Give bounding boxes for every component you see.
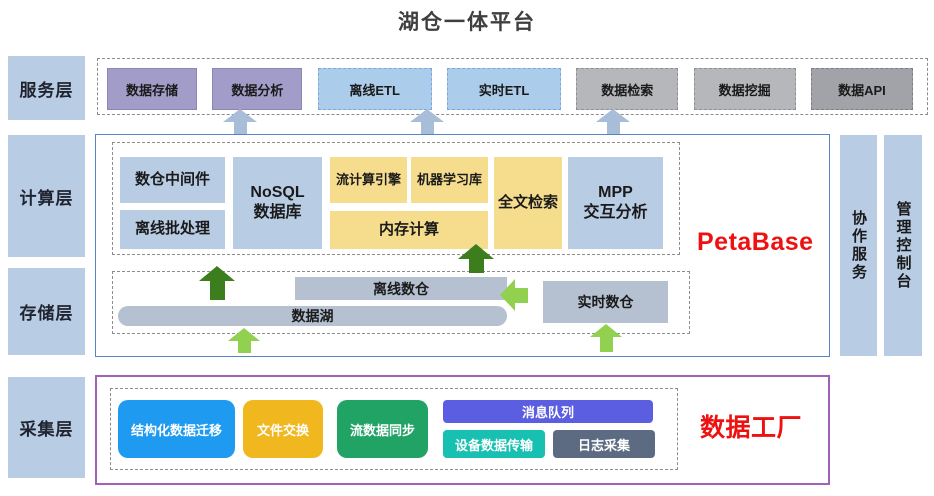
- collect-layer-container: [110, 388, 678, 470]
- petabase-brand-label: PetaBase: [697, 228, 814, 256]
- collect-box-stream-sync: 流数据同步: [337, 400, 428, 458]
- compute-box-fulltext: 全文检索: [494, 157, 562, 249]
- service-box-data-mining: 数据挖掘: [693, 68, 796, 110]
- layer-label-compute: 计算层: [8, 135, 85, 257]
- service-box-realtime-etl: 实时ETL: [446, 68, 561, 110]
- storage-bar-offline-dw: 离线数仓: [295, 277, 507, 300]
- up-arrow-icon: [199, 266, 235, 300]
- storage-box-realtime-dw: 实时数仓: [543, 281, 668, 323]
- compute-box-mpp: MPP 交互分析: [568, 157, 663, 249]
- up-arrow-icon: [458, 244, 494, 273]
- nosql-line1: NoSQL: [250, 184, 305, 201]
- collect-box-file-exchange: 文件交换: [243, 400, 323, 458]
- compute-box-in-memory: 内存计算: [330, 211, 488, 249]
- nosql-line2: 数据库: [253, 204, 302, 221]
- compute-layer-container: [112, 142, 680, 255]
- compute-box-stream-engine: 流计算引擎: [330, 157, 407, 203]
- collect-box-device-data: 设备数据传输: [443, 430, 545, 458]
- compute-box-offline-batch: 离线批处理: [120, 210, 225, 249]
- up-arrow-icon: [410, 109, 444, 134]
- compute-box-nosql: NoSQL 数据库: [233, 157, 322, 249]
- collect-box-log-collect: 日志采集: [553, 430, 655, 458]
- up-arrow-icon: [590, 324, 622, 352]
- collect-box-structured-migration: 结构化数据迁移: [118, 400, 235, 458]
- page-title: 湖仓一体平台: [398, 11, 536, 34]
- mpp-line2: 交互分析: [583, 204, 648, 221]
- data-factory-brand-label: 数据工厂: [700, 414, 803, 442]
- up-arrow-icon: [596, 109, 630, 134]
- layer-label-storage: 存储层: [8, 268, 85, 355]
- left-arrow-icon: [500, 279, 528, 311]
- service-layer-row: 数据存储 数据分析 离线ETL 实时ETL 数据检索 数据挖掘 数据API: [107, 68, 913, 110]
- storage-layer-container: [112, 271, 690, 334]
- service-box-data-api: 数据API: [810, 68, 913, 110]
- compute-box-ml-lib: 机器学习库: [411, 157, 488, 203]
- up-arrow-icon: [223, 109, 257, 134]
- service-box-data-storage: 数据存储: [107, 68, 197, 110]
- service-layer-container: [97, 58, 928, 115]
- layer-label-service: 服务层: [8, 56, 85, 120]
- mpp-line1: MPP: [598, 184, 633, 201]
- service-box-data-analysis: 数据分析: [212, 68, 303, 110]
- sidebar-collaboration-service: 协作服务: [840, 135, 877, 356]
- service-box-offline-etl: 离线ETL: [317, 68, 432, 110]
- compute-box-dw-middleware: 数仓中间件: [120, 157, 225, 203]
- up-arrow-icon: [228, 328, 260, 353]
- layer-label-collect: 采集层: [8, 377, 85, 478]
- collect-box-message-queue: 消息队列: [443, 400, 653, 423]
- sidebar-management-console: 管理控制台: [884, 135, 922, 356]
- storage-bar-data-lake: 数据湖: [118, 306, 507, 326]
- service-box-data-retrieval: 数据检索: [576, 68, 679, 110]
